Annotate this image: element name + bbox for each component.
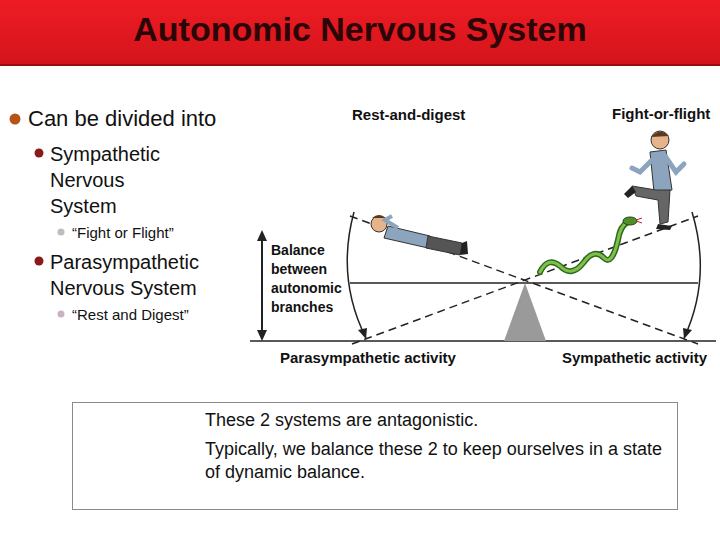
bullet-text: Sympathetic Nervous System <box>50 141 180 219</box>
bullet-text: Parasympathetic Nervous System <box>50 249 250 301</box>
note-text: Typically, we balance these 2 to keep ou… <box>205 438 667 484</box>
slide-title: Autonomic Nervous System <box>0 10 720 49</box>
bullet-text: Can be divided into <box>28 106 258 132</box>
resting-man <box>371 215 468 255</box>
axis-label: Parasympathetic activity <box>280 349 480 367</box>
sub-bullet-text: “Rest and Digest” <box>72 306 242 324</box>
note-box: These 2 systems are antagonistic. Typical… <box>72 402 678 510</box>
snake <box>540 217 642 272</box>
illustration-label: Fight-or-flight <box>612 105 718 123</box>
illustration-label: Rest-and-digest <box>352 106 502 124</box>
sub-bullet-text: “Fight or Flight” <box>72 224 242 242</box>
axis-label: Sympathetic activity <box>562 349 718 367</box>
note-text: These 2 systems are antagonistic. <box>205 409 667 432</box>
running-man <box>624 131 684 230</box>
axis-label: Balance between autonomic branches <box>271 241 357 317</box>
